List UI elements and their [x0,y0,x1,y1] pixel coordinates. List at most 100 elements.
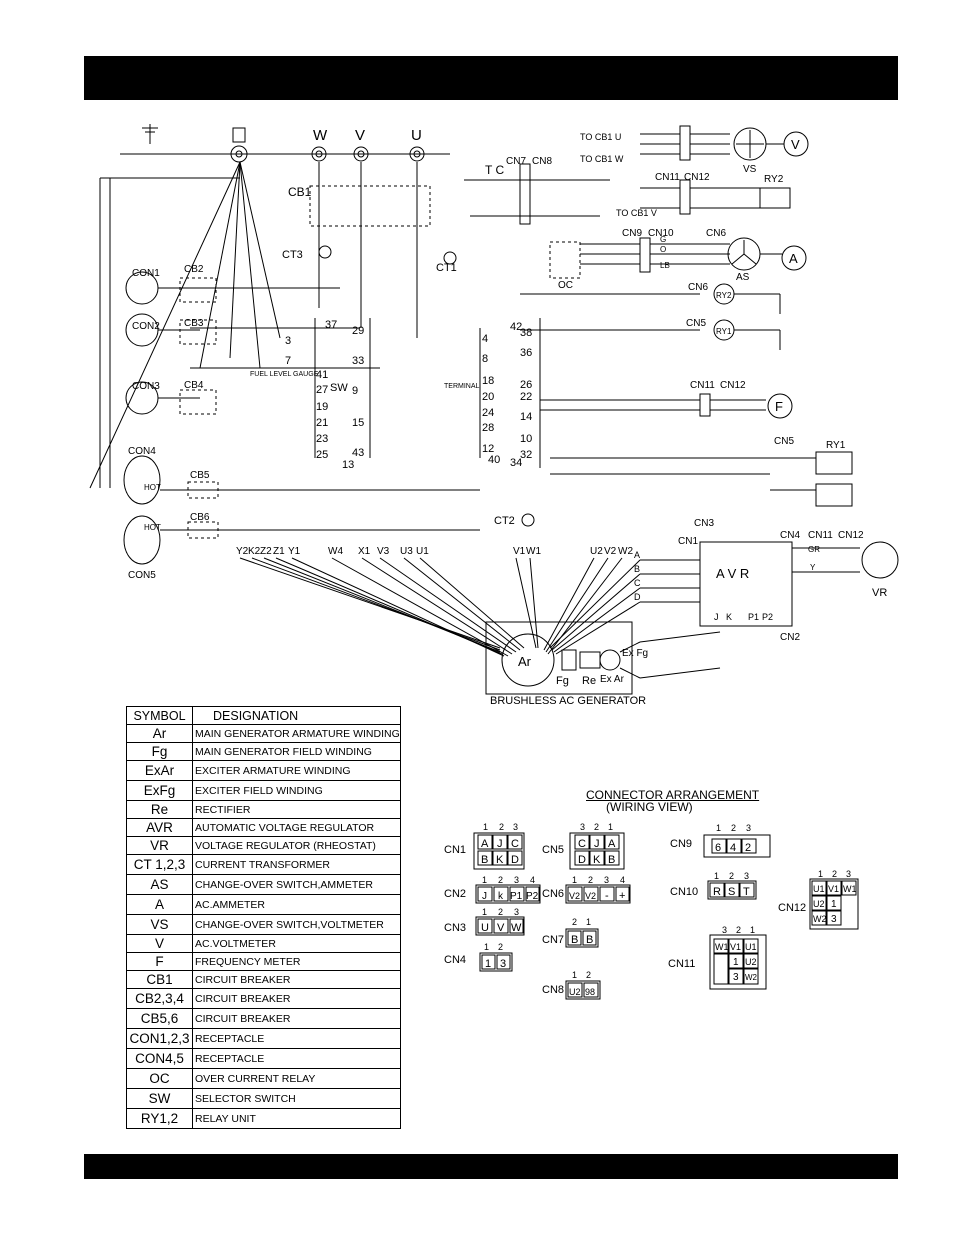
cn1-schem-label: CN1 [678,536,698,547]
connector-cn1: CN1 1 2 3 A J C B K D [444,822,525,870]
svg-text:29: 29 [352,325,364,337]
cn3-schem-label: CN3 [694,518,714,529]
as-label: AS [736,272,750,283]
legend-symbol: RY1,2 [126,1108,193,1129]
legend-symbol: CT 1,2,3 [126,854,193,875]
avr-input-a: A [634,550,640,560]
svg-text:CN7: CN7 [542,934,564,946]
legend-symbol: VR [126,836,193,855]
current-transformers [318,245,535,527]
avr-input-c: C [634,578,641,588]
svg-text:25: 25 [316,449,328,461]
cn5-mid-label: CN5 [686,318,706,329]
svg-text:28: 28 [482,422,494,434]
relay-units [520,283,781,350]
svg-text:3: 3 [746,823,751,833]
connector-cn6: CN6 1 2 3 4 V2 V2 - + [542,875,631,904]
avr-pin-k: K [726,612,732,622]
cn6-mid-label: CN6 [688,282,708,293]
terminal-label-u: U [411,127,422,144]
legend-symbol: CB5,6 [126,1008,193,1029]
svg-text:K2: K2 [248,546,261,557]
sw-label: SW [330,382,348,394]
con2-label: CON2 [132,321,160,332]
connector-cn11: CN11 3 2 1 W1 V1 U1 1 U2 3 W2 [668,925,767,990]
connector-cn8: CN8 1 2 U2 98 [542,970,601,1000]
cn10-wire-lb: LB [660,261,670,270]
exar-label: Ex Ar [600,674,625,685]
svg-text:Y1: Y1 [288,546,301,557]
cn10-wire-g: G [660,235,666,244]
oc-label: OC [558,280,573,291]
wiring-schematic: W V U CB1 CON1 CON2 CON3 CB2 CB3 CB4 [89,124,899,707]
connector-cn9: CN9 1 2 3 6 4 2 [670,823,771,858]
svg-text:Z1: Z1 [273,546,285,557]
legend-designation: CIRCUIT BREAKER [192,988,401,1009]
legend-symbol: Re [126,800,193,819]
svg-text:P2: P2 [526,891,539,902]
cb2-label: CB2 [184,264,204,275]
svg-text:2: 2 [586,970,591,980]
svg-text:CN5: CN5 [542,844,564,856]
svg-text:U3: U3 [400,546,413,557]
legend-symbol: ExAr [126,760,193,781]
svg-text:12: 12 [482,443,494,455]
svg-text:W1: W1 [526,546,541,557]
legend-designation: CHANGE-OVER SWITCH,VOLTMETER [192,914,401,935]
footer-bar [84,1154,898,1179]
ct2-label: CT2 [494,515,515,527]
svg-text:W4: W4 [328,546,343,557]
svg-text:1: 1 [714,871,719,881]
frequency-meter [540,393,793,419]
svg-text:V: V [497,922,505,934]
svg-text:+: + [619,890,625,902]
svg-text:A: A [608,838,616,850]
svg-text:2: 2 [832,869,837,879]
connector-arrangement: CN1 1 2 3 A J C B K D CN2 1 2 3 4 J k P1… [444,822,859,1000]
svg-text:2: 2 [594,822,599,832]
ct3-label: CT3 [282,249,303,261]
svg-text:1: 1 [484,942,489,952]
cn11-mid-label: CN11 [690,380,715,391]
avr-input-d: D [634,592,641,602]
cn10-label: CN10 [648,228,674,239]
svg-text:B: B [608,854,615,866]
re-label: Re [582,675,596,687]
svg-text:1: 1 [483,822,488,832]
svg-text:P1: P1 [510,891,523,902]
svg-text:C: C [511,838,519,850]
svg-text:Z2: Z2 [260,546,272,557]
legend-symbol: CB2,3,4 [126,988,193,1009]
svg-text:U2: U2 [590,546,603,557]
ammeter-symbol: A [789,251,798,266]
svg-text:B: B [586,934,593,946]
cb3-label: CB3 [184,318,204,329]
svg-text:9: 9 [352,385,358,397]
connector-cn2: CN2 1 2 3 4 J k P1 P2 [444,875,541,904]
cb2-4-breakers [179,277,217,415]
connector-arrangement-title: CONNECTOR ARRANGEMENT [586,788,760,802]
connector-cn12: CN12 1 2 3 U1 V1 W1 U2 1 W2 3 [778,869,859,930]
svg-text:U2: U2 [813,899,825,909]
svg-text:V2: V2 [585,891,596,901]
svg-text:A: A [481,838,489,850]
hot-label-2: HOT [144,523,161,532]
svg-text:3: 3 [846,869,851,879]
to-cb1-v-label: TO CB1 V [616,208,657,218]
legend-header-designation: DESIGNATION [192,706,401,725]
svg-text:J: J [594,838,600,850]
svg-text:42: 42 [510,321,522,333]
vs-label: VS [743,164,757,175]
svg-text:U2: U2 [569,987,581,997]
svg-text:2: 2 [498,907,503,917]
cn4-schem-label: CN4 [780,530,800,541]
svg-text:2: 2 [498,875,503,885]
svg-text:43: 43 [352,447,364,459]
svg-text:13: 13 [342,459,354,471]
legend-designation: EXCITER FIELD WINDING [192,780,401,801]
legend-designation: OVER CURRENT RELAY [192,1068,401,1089]
